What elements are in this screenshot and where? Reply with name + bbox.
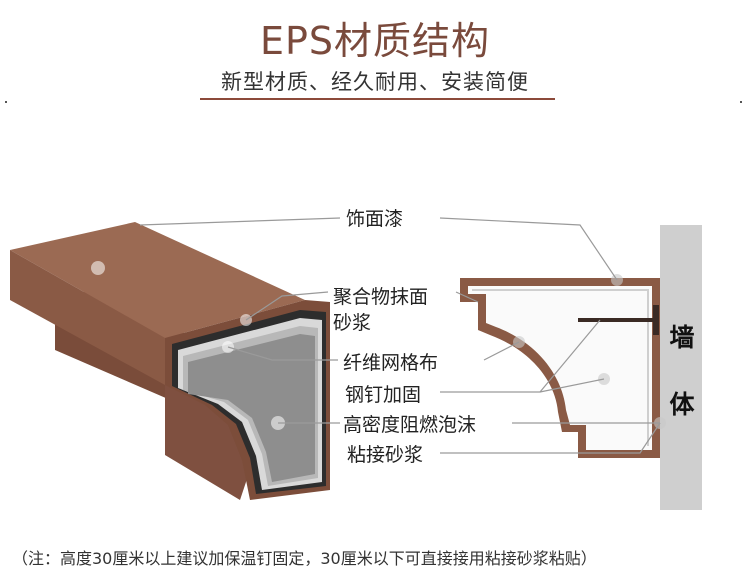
label-polymer-mortar-line1: 聚合物抹面 <box>331 282 431 309</box>
label-foam: 高密度阻燃泡沫 <box>341 410 479 437</box>
steel-nail-head <box>653 305 659 335</box>
divider-dot-right <box>740 101 742 103</box>
steel-nail <box>578 318 656 322</box>
marker-dots-left <box>91 261 285 430</box>
profile-inner-line <box>472 289 649 446</box>
page-title: EPS材质结构 <box>259 19 491 63</box>
page-subtitle: 新型材质、经久耐用、安装简便 <box>221 70 529 94</box>
layer-foam-core <box>188 334 315 482</box>
divider-dot-left <box>5 101 7 103</box>
subtitle-divider <box>200 98 555 100</box>
label-bonding-mortar: 粘接砂浆 <box>345 440 426 467</box>
cornice-top-face <box>10 222 305 338</box>
leader-lines <box>139 217 661 454</box>
label-polymer-mortar-line2: 砂浆 <box>331 308 374 335</box>
cornice-front-face <box>10 250 165 385</box>
footer-note: （注：高度30厘米以上建议加保温钉固定，30厘米以下可直接接用粘接砂浆粘贴） <box>12 549 597 568</box>
wall-label-char2: 体 <box>669 390 695 419</box>
wall-body <box>660 225 702 510</box>
cornice-profile-face <box>165 380 250 500</box>
label-steel-nail: 钢钉加固 <box>343 380 424 407</box>
wall-label-char1: 墙 <box>669 323 695 352</box>
label-fiber-mesh: 纤维网格布 <box>341 348 441 375</box>
label-finish-paint: 饰面漆 <box>344 204 406 231</box>
